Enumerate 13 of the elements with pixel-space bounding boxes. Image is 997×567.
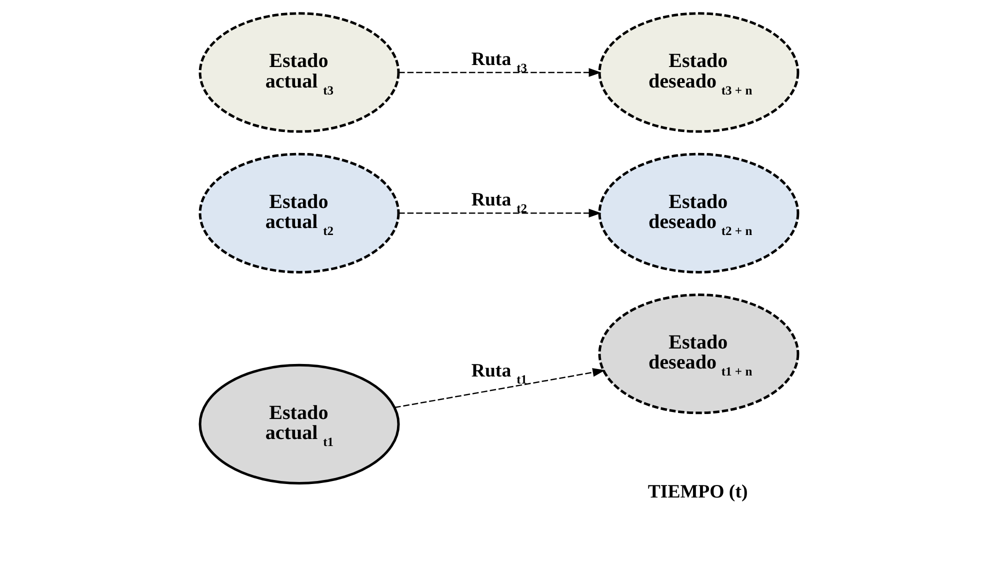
node-ellipse: Estado deseado $_{t2 + n}$ — [598, 152, 799, 274]
node-ellipse: Estado actual $_{t1}$ — [198, 364, 400, 484]
node-ellipse: Estado actual $_{t2}$ — [198, 152, 400, 274]
arrow — [394, 368, 605, 408]
label: TIEMPO (t) — [647, 482, 748, 503]
node-ellipse: Estado actual $_{t3}$ — [198, 12, 400, 133]
node-ellipse: Estado deseado $_{t3 + n}$ — [598, 12, 799, 133]
node-ellipse: Estado deseado $_{t1 + n}$ — [598, 294, 799, 414]
edge-label: Ruta $_{t1}$ — [470, 360, 527, 386]
arrow — [398, 68, 601, 77]
arrow — [398, 208, 601, 218]
edge-label: Ruta $_{t2}$ — [470, 190, 527, 216]
edge-label: Ruta $_{t3}$ — [470, 48, 527, 75]
